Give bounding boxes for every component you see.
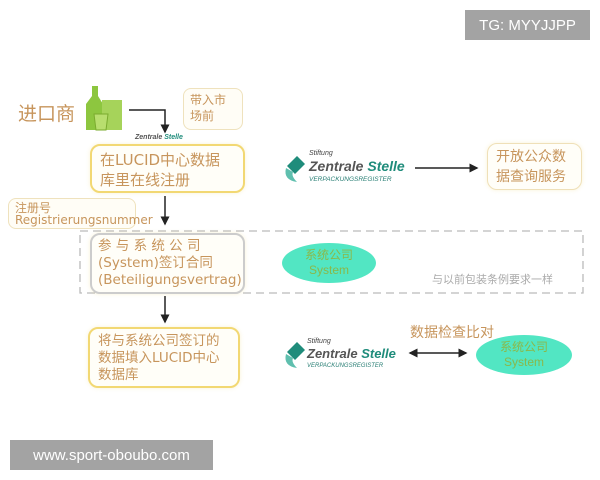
logo-mark-icon (285, 156, 305, 182)
arrow-importer-to-register (129, 109, 170, 134)
logo-stiftung: Stiftung (309, 150, 333, 157)
callout-market-text: 带入市场前 (190, 93, 227, 123)
system-ellipse-1: 系统公司 System (282, 243, 376, 283)
step-register-text: 在LUCID中心数据库里在线注册 (100, 151, 221, 189)
contract-line1: 参 与 系 统 公 司 (98, 238, 201, 254)
logo-small: Zentrale Stelle (135, 134, 215, 142)
logo-bottom-name2: Stelle (361, 346, 396, 361)
callout-reg-de: Registrierungsnummer (15, 213, 153, 227)
watermark-bottom-left: www.sport-oboubo.com (10, 440, 213, 470)
system2-en: System (503, 355, 544, 369)
logo-main: Stiftung Zentrale Stelle VERPACKUNGSREGI… (283, 150, 405, 188)
logo-register: VERPACKUNGSREGISTER (309, 176, 392, 183)
callout-reg-cn: 注册号 (15, 201, 52, 215)
public-query-text: 开放公众数据查询服务 (496, 149, 566, 185)
callout-market: 带入市场前 (183, 88, 243, 130)
watermark-top-right: TG: MYYJJPP (465, 10, 590, 40)
logo-small-name2: Stelle (164, 134, 183, 141)
logo-mark-icon-bottom (285, 342, 305, 368)
step-contract: 参 与 系 统 公 司 (System)签订合同 (Beteiligungsve… (90, 233, 245, 294)
logo-name1: Zentrale (309, 158, 364, 174)
step-fill-data: 将与系统公司签订的数据填入LUCID中心数据库 (88, 327, 240, 388)
logo-small-name1: Zentrale (135, 134, 163, 141)
contract-line2: (System)签订合同 (98, 255, 213, 271)
dashed-group (79, 230, 584, 294)
logo-bottom-register: VERPACKUNGSREGISTER (307, 363, 384, 369)
logo-bottom-stiftung: Stiftung (307, 338, 331, 345)
system-ellipse-2: 系统公司 System (476, 335, 572, 375)
logo-bottom: Stiftung Zentrale Stelle VERPACKUNGSREGI… (283, 338, 403, 372)
contract-line3: (Beteiligungsvertrag) (98, 272, 242, 288)
public-query-box: 开放公众数据查询服务 (487, 143, 582, 190)
step-register: 在LUCID中心数据库里在线注册 (90, 144, 245, 193)
system-cn: 系统公司 (304, 248, 353, 262)
callout-registration-number: 注册号 Registrierungsnummer (8, 198, 153, 229)
step-fill-data-text: 将与系统公司签订的数据填入LUCID中心数据库 (98, 333, 220, 383)
same-as-before-note: 与以前包装条例要求一样 (432, 273, 553, 286)
data-check-label: 数据检查比对 (410, 325, 494, 341)
logo-bottom-name1: Zentrale (307, 346, 358, 361)
packaging-icon (86, 86, 122, 131)
system-en: System (308, 263, 349, 277)
system2-cn: 系统公司 (499, 340, 548, 354)
logo-name2: Stelle (367, 158, 405, 174)
importer-label: 进口商 (18, 103, 76, 125)
